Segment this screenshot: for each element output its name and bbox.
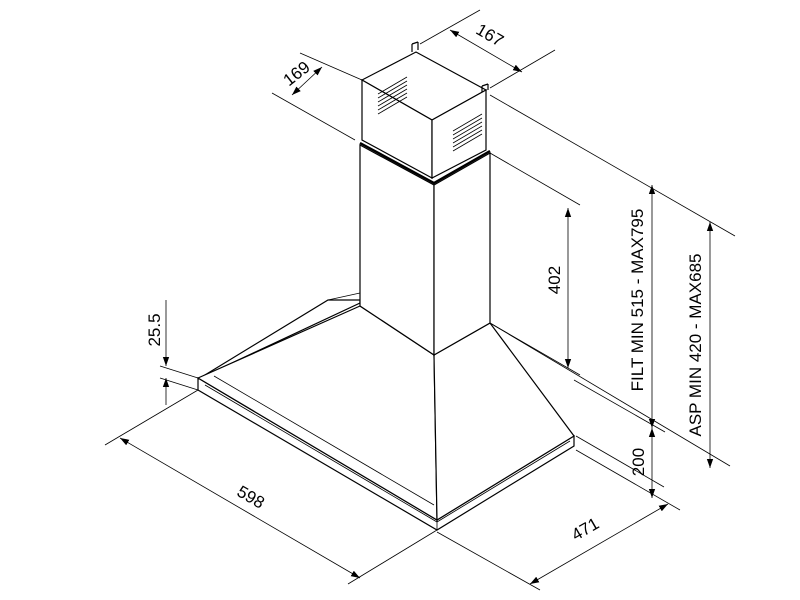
- dim-label-extraction-range: ASP MIN 420 - MAX685: [686, 254, 705, 437]
- vent-slots-right: [452, 113, 483, 152]
- dim-169: 169: [271, 52, 363, 141]
- chimney-joint: [359, 141, 491, 185]
- dim-label-25-5: 25.5: [145, 313, 164, 346]
- dim-200: 200: [575, 428, 665, 498]
- canopy-left-face: [196, 305, 438, 522]
- canopy-right-face: [433, 322, 575, 522]
- hood-drawing: [196, 41, 575, 531]
- vent-slots-left: [377, 76, 408, 115]
- dim-label-200: 200: [629, 448, 648, 476]
- dim-label-471: 471: [568, 514, 602, 545]
- dimension-lines: 167 169 25.5 402 598: [104, 9, 736, 591]
- dim-filter-range: FILT MIN 515 - MAX795: [489, 94, 736, 433]
- lower-chimney: [359, 143, 491, 357]
- dim-25-5: 25.5: [145, 300, 199, 405]
- dim-extraction-range: ASP MIN 420 - MAX685: [489, 222, 731, 468]
- canopy-back-edge: [327, 292, 361, 301]
- dim-label-402: 402: [545, 266, 564, 294]
- dim-402: 402: [489, 152, 581, 376]
- dim-label-169: 169: [280, 57, 314, 89]
- dim-label-598: 598: [234, 482, 268, 513]
- dim-label-filter-range: FILT MIN 515 - MAX795: [628, 209, 647, 392]
- upper-chimney: [360, 41, 489, 180]
